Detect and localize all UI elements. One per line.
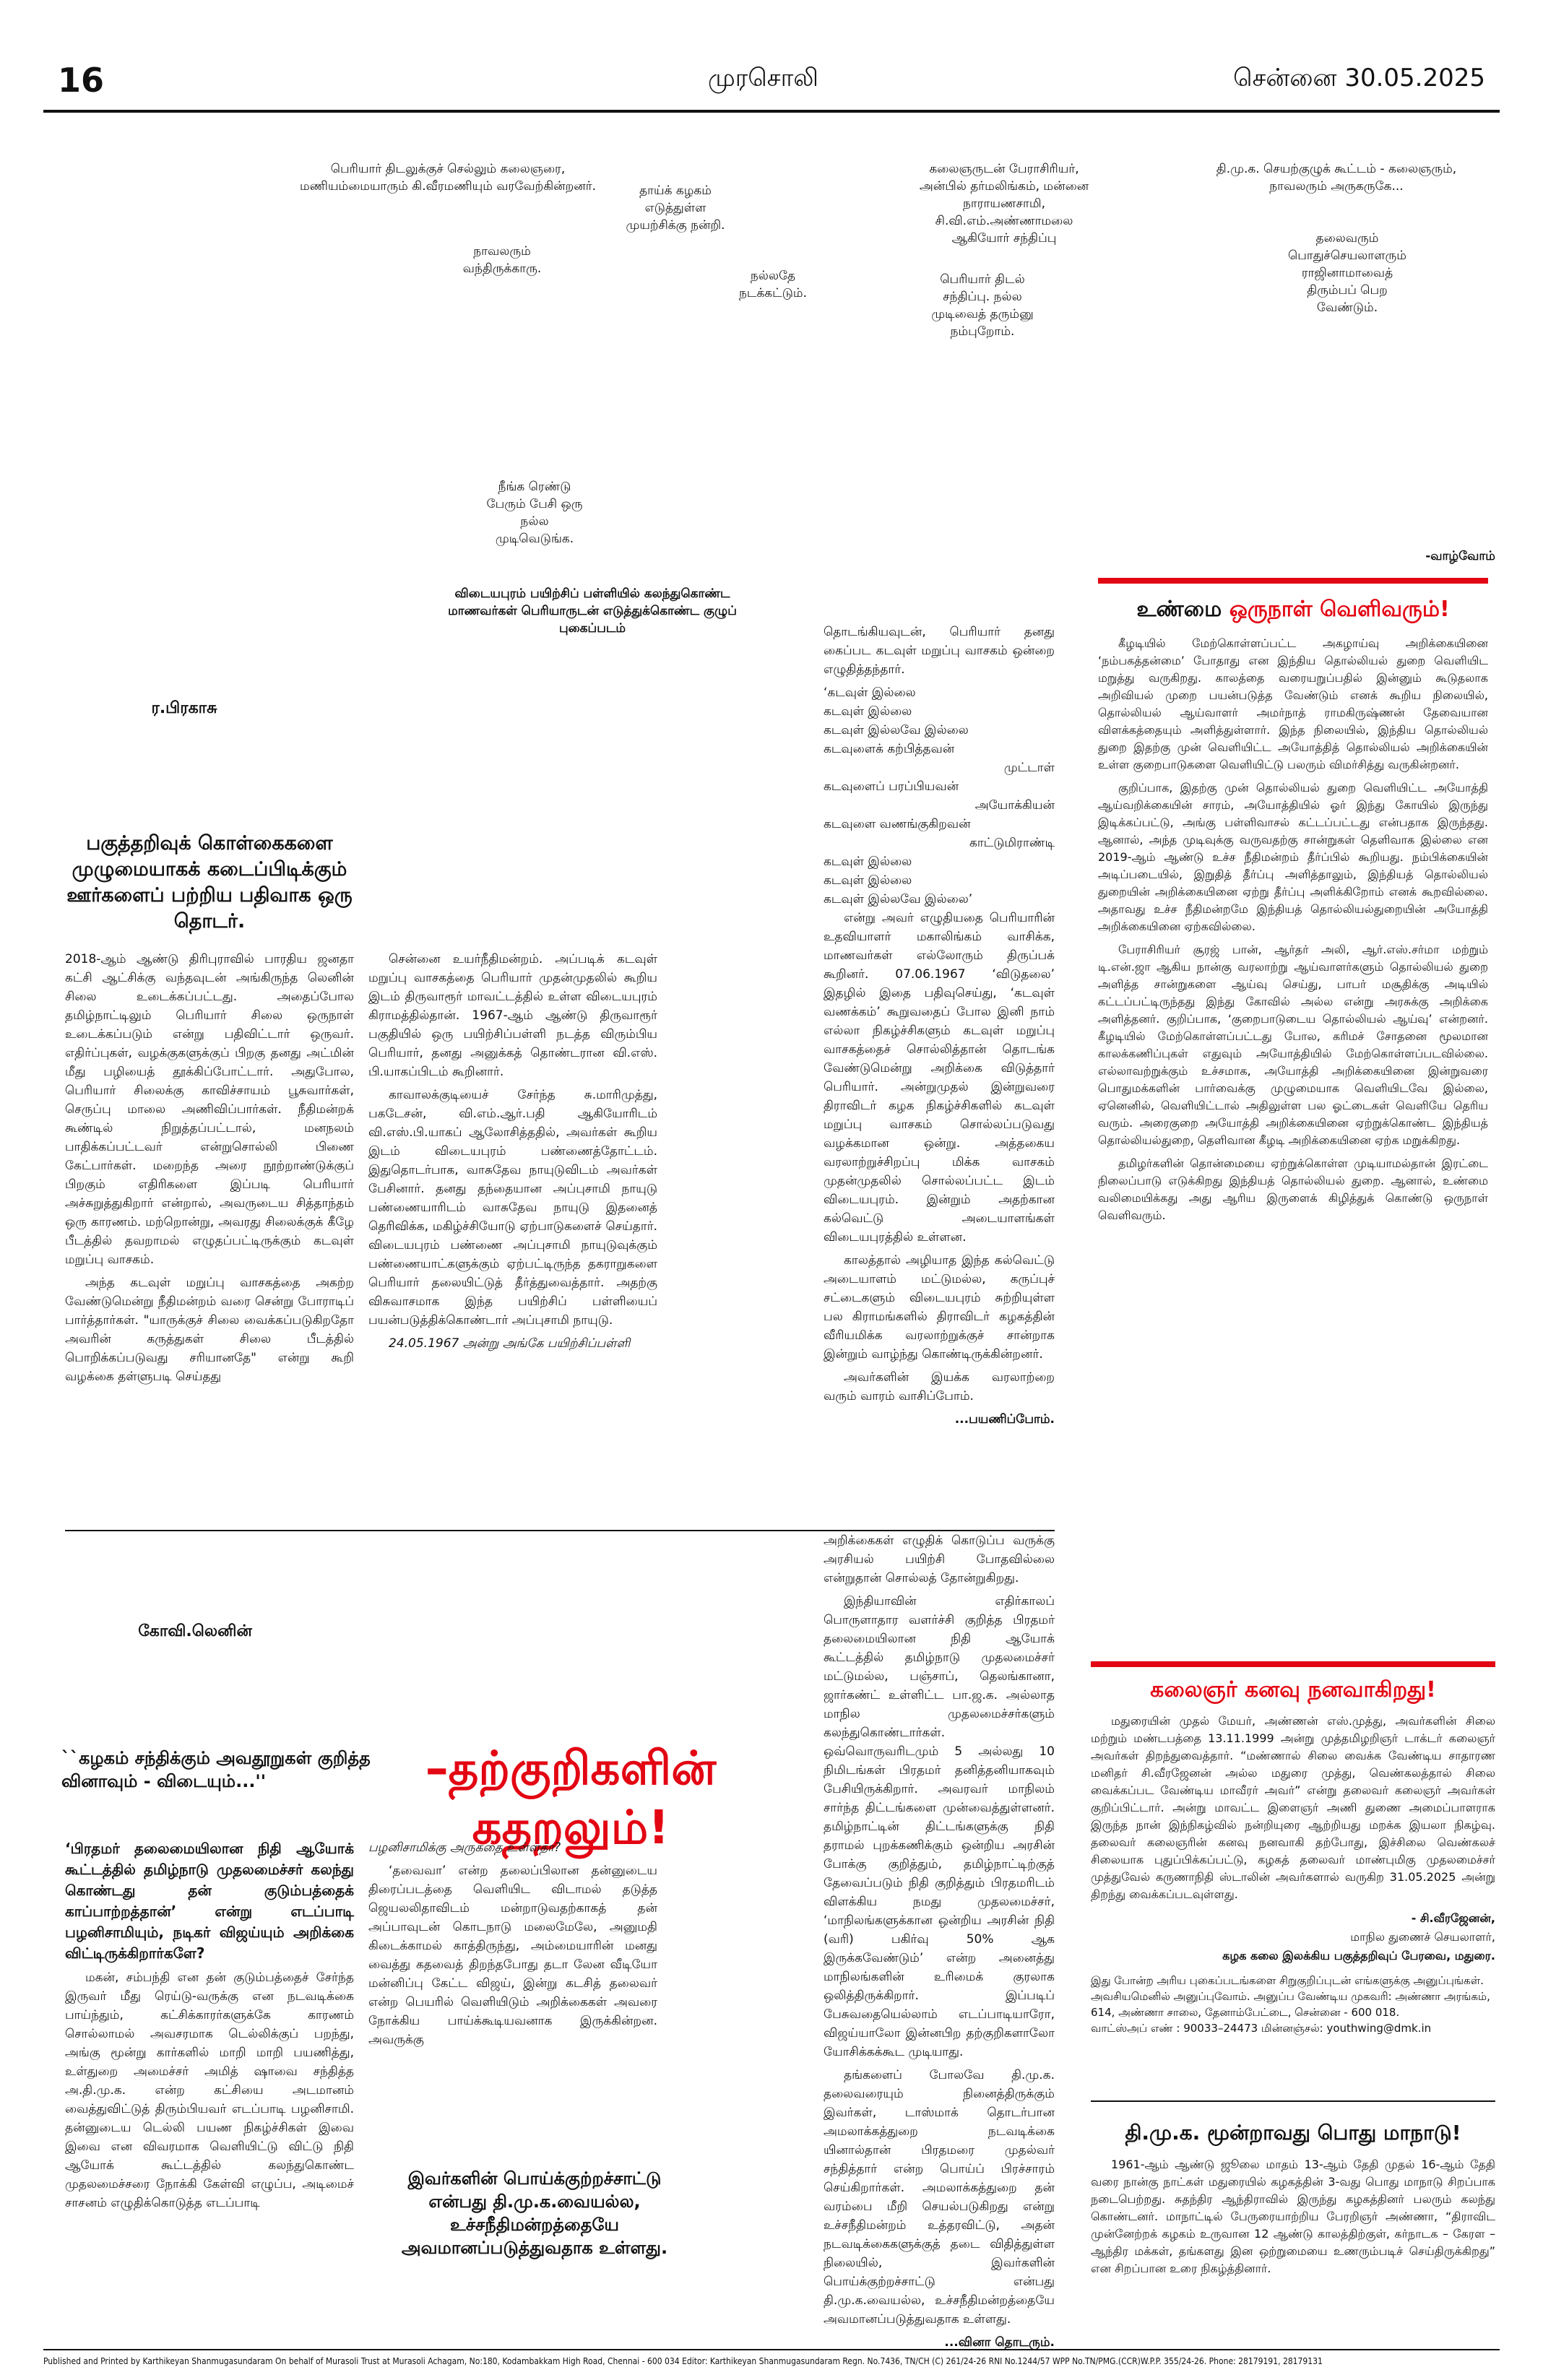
box-manadu-body: 1961-ஆம் ஆண்டு ஜூலை மாதம் 13-ஆம் தேதி மு…	[1091, 2156, 1495, 2277]
article2-col2: பழனிசாமிக்கு அருகதை உள்ளதா? ‘தவைவா’ என்ற…	[368, 1838, 657, 2054]
article1-col2: சென்னை உயர்நீதிமன்றம். அப்படிக் கடவுள் ம…	[368, 950, 657, 1357]
caption-seyarkuzhu: தி.மு.க. செயற்குழுக் கூட்டம் - கலைஞரும்,…	[1216, 162, 1457, 194]
imprint-footer: Published and Printed by Karthikeyan Sha…	[43, 2356, 1323, 2366]
box-kanavu-contact: வாட்ஸ்அப் எண் : 90033–24473 மின்னஞ்சல்: …	[1091, 2022, 1432, 2035]
article1-col1-p1: 2018-ஆம் ஆண்டு திரிபுராவில் பாரதிய ஜனதா …	[65, 952, 354, 1267]
caption-periyar-thidal: பெரியார் திடலுக்குச் செல்லும் கலைஞரை, மண…	[299, 162, 596, 194]
box-unmai-p3: பேராசிரியர் சூரஜ் பான், ஆர்தர் அலி, ஆர்.…	[1098, 943, 1488, 1147]
box-kanavu-signature: - சி.வீரஜேனன், மாநில துணைச் செயலாளர், கழ…	[1222, 1911, 1495, 1963]
box-unmai-body: கீழடியில் மேற்கொள்ளப்பட்ட அகழாய்வு அறிக்…	[1098, 635, 1488, 1224]
article1-col3-p3: அவர்களின் இயக்க வரலாற்றை வரும் வாரம் வாச…	[824, 1370, 1055, 1403]
box-unmai-title: உண்மை ஒருநாள் வெளிவரும்!	[1136, 597, 1450, 622]
article2-col2-bold: பழனிசாமிக்கு அருகதை உள்ளதா?	[368, 1840, 561, 1855]
section-divider	[65, 1530, 1055, 1531]
poem-line-8: கடவுள் இல்லை	[824, 873, 912, 888]
kadavul-maruppu-poem: ‘கடவுள் இல்லை கடவுள் இல்லை கடவுள் இல்லவே…	[824, 683, 1055, 909]
article1-col2-p3: 24.05.1967 அன்று அங்கே பயிற்சிப்பள்ளி	[389, 1336, 631, 1351]
article1-col3-intro: தொடங்கியவுடன், பெரியார் தனது கைப்பட கடவு…	[824, 625, 1055, 677]
box-kanavu-body: மதுரையின் முதல் மேயர், அண்ணன் எஸ்.முத்து…	[1091, 1713, 1495, 1903]
article2-question-bold: ‘பிரதமர் தலைமையிலான நிதி ஆயோக் கூட்டத்தி…	[65, 1840, 354, 1962]
caption-thai-kazhagam: தாய்க் கழகம் எடுத்துள்ள முயற்சிக்கு நன்ற…	[626, 183, 725, 233]
article2-author: கோவி.லெனின்	[138, 1622, 252, 1640]
footer-rule	[43, 2349, 1500, 2350]
article1-continued: ...பயணிப்போம்.	[954, 1412, 1055, 1427]
article2-deck: இவர்களின் பொய்க்குற்றச்சாட்டு என்பது தி.…	[401, 2168, 668, 2258]
article2-continued: ...வினா தொடரும்.	[944, 2335, 1055, 2350]
page-number: 16	[58, 61, 105, 100]
article1-photo-caption: விடையபுரம் பயிற்சிப் பள்ளியில் கலந்துகொண…	[448, 587, 737, 636]
box-moondravathu-manadu: தி.மு.க. மூன்றாவது பொது மாநாடு! 1961-ஆம்…	[1091, 2108, 1495, 2283]
box-kanavu-p1: மதுரையின் முதல் மேயர், அண்ணன் எஸ்.முத்து…	[1091, 1714, 1495, 1901]
box-unmai-p1: கீழடியில் மேற்கொள்ளப்பட்ட அகழாய்வு அறிக்…	[1098, 636, 1488, 771]
box-manadu-title: தி.மு.க. மூன்றாவது பொது மாநாடு!	[1125, 2121, 1461, 2145]
caption-nallathe: நல்லதே நடக்கட்டும்.	[739, 269, 807, 300]
article1-col3-p1: என்று அவர் எழுதியதை பெரியாரின் உதவியாளர்…	[824, 911, 1055, 1245]
article2-col1-p1: மகன், சம்பந்தி என தன் குடும்பத்தைச் சேர்…	[65, 1970, 354, 2210]
article1-col2-p2: காவாலக்குடியைச் சேர்ந்த சு.மாரிமுத்து, ப…	[368, 1088, 657, 1328]
caption-thidal-meeting: பெரியார் திடல் சந்திப்பு. நல்ல முடிவைத் …	[931, 272, 1034, 339]
article2-col1: ‘பிரதமர் தலைமையிலான நிதி ஆயோக் கூட்டத்தி…	[65, 1838, 354, 2217]
poem-line-2: கடவுள் இல்லை	[824, 704, 912, 719]
article1-col3-p2: காலத்தால் அழியாத இந்த கல்வெட்டு அடையாளம்…	[824, 1253, 1055, 1362]
article1-deck: பகுத்தறிவுக் கொள்கைகளை முழுமையாகக் கடைப்…	[66, 832, 353, 932]
article2-col3: அறிக்கைகள் எழுதிக் கொடுப்ப வருக்கு அரசிய…	[824, 1531, 1055, 2352]
box-unmai-p4: தமிழர்களின் தொன்மையை ஏற்றுக்கொள்ள முடியா…	[1098, 1156, 1488, 1222]
article2-col3-p3: தங்களைப் போலவே தி.மு.க. தலைவரையும் நினைத…	[824, 2068, 1055, 2327]
caption-vazhvom: -வாழ்வோம்	[1425, 549, 1495, 563]
box-unmai-p2: குறிப்பாக, இதற்கு முன் தொல்லியல் துறை வெ…	[1098, 781, 1488, 933]
article1-author: ர.பிரகாசு	[151, 699, 217, 717]
box-unmai: உண்மை ஒருநாள் வெளிவரும்! கீழடியில் மேற்க…	[1098, 578, 1488, 1230]
box-manadu-p1: 1961-ஆம் ஆண்டு ஜூலை மாதம் 13-ஆம் தேதி மு…	[1091, 2158, 1495, 2275]
caption-navalar: நாவலரும் வந்திருக்காரு.	[462, 244, 542, 276]
masthead-rule	[43, 110, 1500, 113]
article2-question: ``கழகம் சந்திக்கும் அவதூறுகள் குறித்த வி…	[61, 1748, 371, 1791]
article2-col3-p1: அறிக்கைகள் எழுதிக் கொடுப்ப வருக்கு அரசிய…	[824, 1533, 1055, 1585]
poem-line-4: கடவுளைக் கற்பித்தவன்முட்டாள்	[824, 742, 1055, 775]
poem-line-5: கடவுளைப் பரப்பியவன்அயோக்கியன்	[824, 779, 1055, 813]
box-kanavu-bar	[1091, 1661, 1495, 1667]
box-unmai-bar	[1098, 578, 1488, 584]
issue-date: சென்னை 30.05.2025	[1233, 64, 1485, 92]
poem-line-6: கடவுளை வணங்குகிறவன்காட்டுமிராண்டி	[824, 817, 1055, 850]
article1-col1-p2: அந்த கடவுள் மறுப்பு வாசகத்தை அகற்ற வேண்ட…	[65, 1276, 354, 1384]
poem-line-1: ‘கடவுள் இல்லை	[824, 685, 916, 700]
article2-col3-p2: இந்தியாவின் எதிர்காலப் பொருளாதார வளர்ச்ச…	[824, 1594, 1055, 2059]
poem-line-9: கடவுள் இல்லவே இல்லை’	[824, 892, 973, 906]
article2-headline: –தற்குறிகளின் கதறலும்!	[425, 1742, 717, 1855]
caption-kalaignar-meeting: கலைஞருடன் பேராசிரியர், அன்பில் தர்மலிங்க…	[919, 162, 1089, 246]
paper-name: முரசொலி	[708, 64, 818, 92]
box-kanavu-title: கலைஞர் கனவு நனவாகிறது!	[1150, 1677, 1436, 1702]
article2-col2-p1: ‘தவைவா’ என்ற தலைப்பிலான தன்னுடைய திரைப்ப…	[368, 1864, 657, 2047]
caption-rajinama: தலைவரும் பொதுச்செயலாளரும் ராஜினாமாவைத் த…	[1288, 231, 1406, 315]
article1-col3: தொடங்கியவுடன், பெரியார் தனது கைப்பட கடவு…	[824, 623, 1055, 1429]
poem-line-7: கடவுள் இல்லை	[824, 854, 912, 869]
caption-pesi-mudivu: நீங்க ரெண்டு பேரும் பேசி ஒரு நல்ல முடிவெ…	[486, 480, 583, 546]
poem-line-3: கடவுள் இல்லவே இல்லை	[824, 723, 969, 737]
box-kalaignar-kanavu: கலைஞர் கனவு நனவாகிறது! மதுரையின் முதல் ம…	[1091, 1661, 1495, 2036]
article1-col1: 2018-ஆம் ஆண்டு திரிபுராவில் பாரதிய ஜனதா …	[65, 950, 354, 1390]
article1-col2-p1: சென்னை உயர்நீதிமன்றம். அப்படிக் கடவுள் ம…	[368, 952, 657, 1079]
box3-rule	[1091, 2100, 1495, 2102]
box-kanavu-invite: இது போன்ற அரிய புகைப்படங்களை சிறுகுறிப்ப…	[1091, 1974, 1490, 2019]
